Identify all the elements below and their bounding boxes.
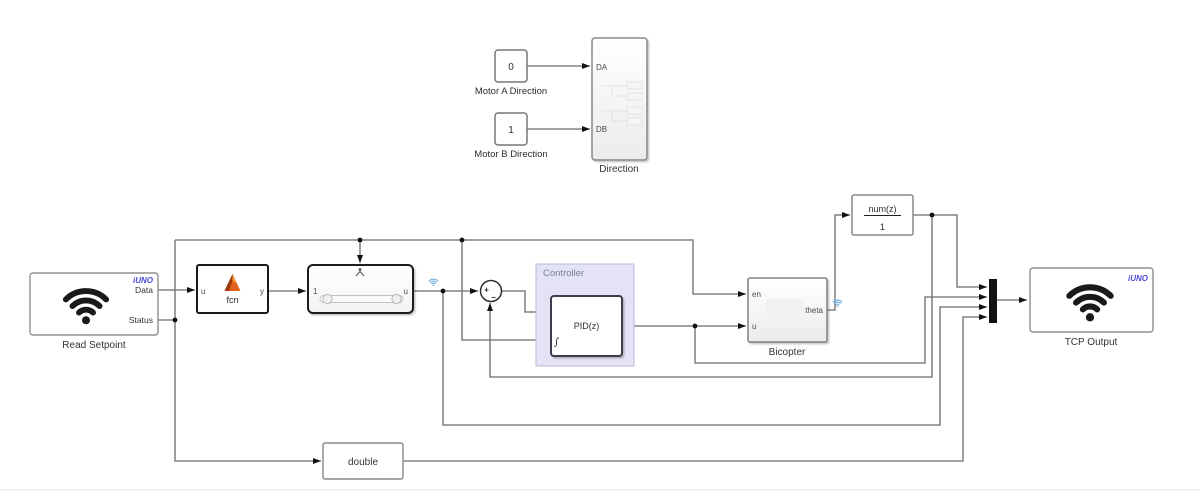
read-setpoint-label: Read Setpoint [62,340,126,351]
port-status-label: Status [129,315,153,325]
wire-tf-to-mux1[interactable] [913,214,987,290]
bicopter-block[interactable]: en u theta [747,277,828,343]
slider-block[interactable]: 1 u [307,264,414,314]
wire-pid-to-mux2[interactable] [694,294,987,364]
pid-block[interactable]: PID(z) ∫ [550,295,623,357]
board-badge: iUNO [133,276,154,285]
constant-value: 0 [508,62,514,73]
sum-plus-sign: + [484,286,489,295]
constant-motor-b[interactable]: 1 [494,112,528,146]
person-icon [355,268,365,277]
wire-theta-to-tf[interactable] [827,212,850,311]
read-setpoint-block[interactable]: iUNO Data Status [29,272,159,336]
board-badge: iUNO [1128,274,1149,283]
constant-motor-a[interactable]: 0 [494,49,528,83]
tf-denominator: 1 [880,222,885,232]
sum-block[interactable]: + − [479,279,503,303]
pid-reset-port: ∫ [554,337,559,348]
direction-label: Direction [599,164,638,175]
port-data-label: Data [135,285,153,295]
tcp-output-block[interactable]: iUNO [1029,267,1154,333]
port-y: y [260,287,264,296]
constant-motor-a-label: Motor A Direction [475,86,547,97]
port-theta: theta [805,306,823,315]
bicopter-label: Bicopter [769,347,806,358]
wire-feedback-to-sum[interactable] [487,215,933,378]
port-1: 1 [313,287,318,296]
fcn-label: fcn [226,295,238,305]
double-conversion-block[interactable]: double [322,442,404,480]
slider-handle-right[interactable] [391,293,402,305]
wire-double-to-mux4[interactable] [403,314,987,462]
port-u: u [752,322,756,331]
tcp-output-label: TCP Output [1065,337,1118,348]
canvas-edge-line [0,489,1200,491]
bicopter-content-preview [766,299,804,313]
port-da: DA [596,63,608,72]
matlab-function-block[interactable]: u y fcn [196,264,269,314]
tf-numerator: num(z) [868,204,896,214]
mux-block[interactable] [989,279,997,323]
controller-area-label: Controller [543,268,584,279]
port-en: en [752,290,761,299]
signal-wires [158,63,1027,464]
port-u: u [201,287,205,296]
transfer-fcn-block[interactable]: num(z) 1 [851,194,914,236]
port-db: DB [596,125,607,134]
wire-status-to-double[interactable] [174,320,321,464]
wire-status-to-pid-reset[interactable] [461,240,549,343]
slider-handle-left[interactable] [322,293,333,305]
slider-track[interactable] [319,293,404,305]
double-label: double [348,457,378,468]
sum-minus-sign: − [491,293,496,302]
direction-subsystem-block[interactable]: DA DB [591,37,648,161]
constant-motor-b-label: Motor B Direction [474,149,547,160]
port-u: u [404,287,408,296]
wire-status-to-bicopter-en[interactable] [175,239,746,297]
wire-setpoint-to-mux3[interactable] [442,291,987,426]
direction-content-preview [602,81,643,126]
pid-label: PID(z) [574,321,600,331]
signal-logging-badge-icon [428,278,439,287]
matlab-logo-icon [224,274,241,291]
junction-dots [172,212,935,329]
constant-value: 1 [508,125,514,136]
